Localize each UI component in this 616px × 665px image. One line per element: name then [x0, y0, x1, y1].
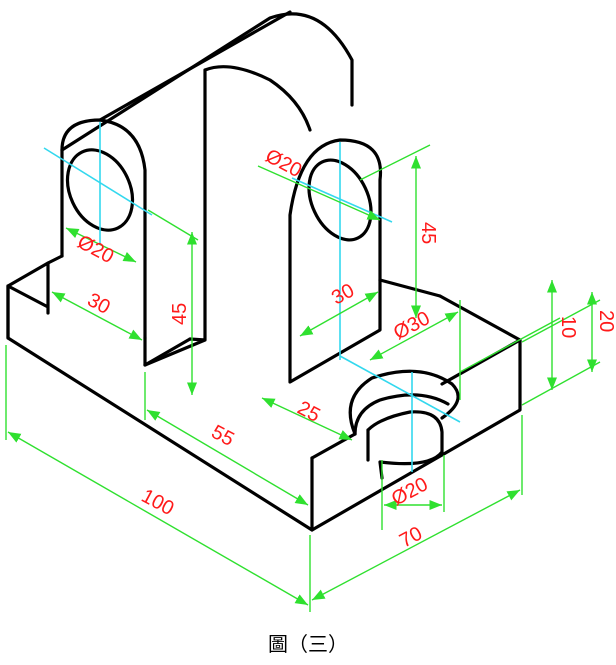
dim-70-line	[311, 489, 521, 601]
dim-dia20-right-line	[257, 165, 381, 221]
left-hole-centerline-h	[43, 147, 153, 216]
dim-text-100: 100	[138, 485, 178, 520]
dim-text-55: 55	[208, 421, 238, 451]
dim-text-10: 10	[557, 316, 579, 338]
dim-text-25: 25	[294, 397, 324, 427]
figure-caption: 圖（三）	[268, 632, 348, 656]
dim-45-left-ext	[147, 209, 199, 241]
counterbore-centerline-h	[339, 355, 461, 423]
base-front-left-face	[6, 261, 314, 532]
dim-30-right-line	[299, 291, 379, 337]
right-post-base-edge	[378, 278, 442, 298]
dim-text-dia30: Ø30	[390, 307, 434, 344]
dim-dia30-line	[369, 311, 459, 361]
base-top-left-edge	[46, 254, 64, 265]
dim-height-ext-mid	[459, 317, 561, 373]
dimension-lines	[5, 144, 601, 612]
dim-25-line	[261, 397, 353, 441]
top-ridge-edge	[60, 12, 354, 152]
right-post-hole	[307, 158, 373, 242]
dim-text-70: 70	[396, 523, 426, 553]
dim-text-30-left: 30	[84, 289, 114, 319]
dim-text-20: 20	[595, 310, 616, 332]
dim-text-30-right: 30	[328, 280, 358, 310]
dim-45-right-ext-top	[359, 144, 431, 181]
dim-dia20-left-line	[65, 227, 137, 263]
object-outline	[6, 10, 522, 532]
dim-30-left-line	[51, 291, 143, 341]
base-right-face	[310, 294, 522, 532]
counterbore-bore	[353, 393, 450, 436]
right-hole-centerline-h	[291, 177, 393, 223]
top-back-edge	[98, 10, 292, 122]
isometric-drawing: Ø20 Ø20 30 45 45 30 Ø30 25 55 100 Ø20 70…	[5, 10, 616, 612]
dim-55-line	[146, 409, 309, 506]
dim-text-dia20-left: Ø20	[74, 231, 118, 268]
dim-text-45-right: 45	[417, 222, 439, 244]
dim-text-45-left: 45	[169, 303, 191, 325]
dim-100-line	[7, 431, 309, 606]
through-hole	[366, 410, 444, 480]
dim-height-ext-bot	[521, 361, 601, 406]
right-post	[288, 138, 383, 384]
